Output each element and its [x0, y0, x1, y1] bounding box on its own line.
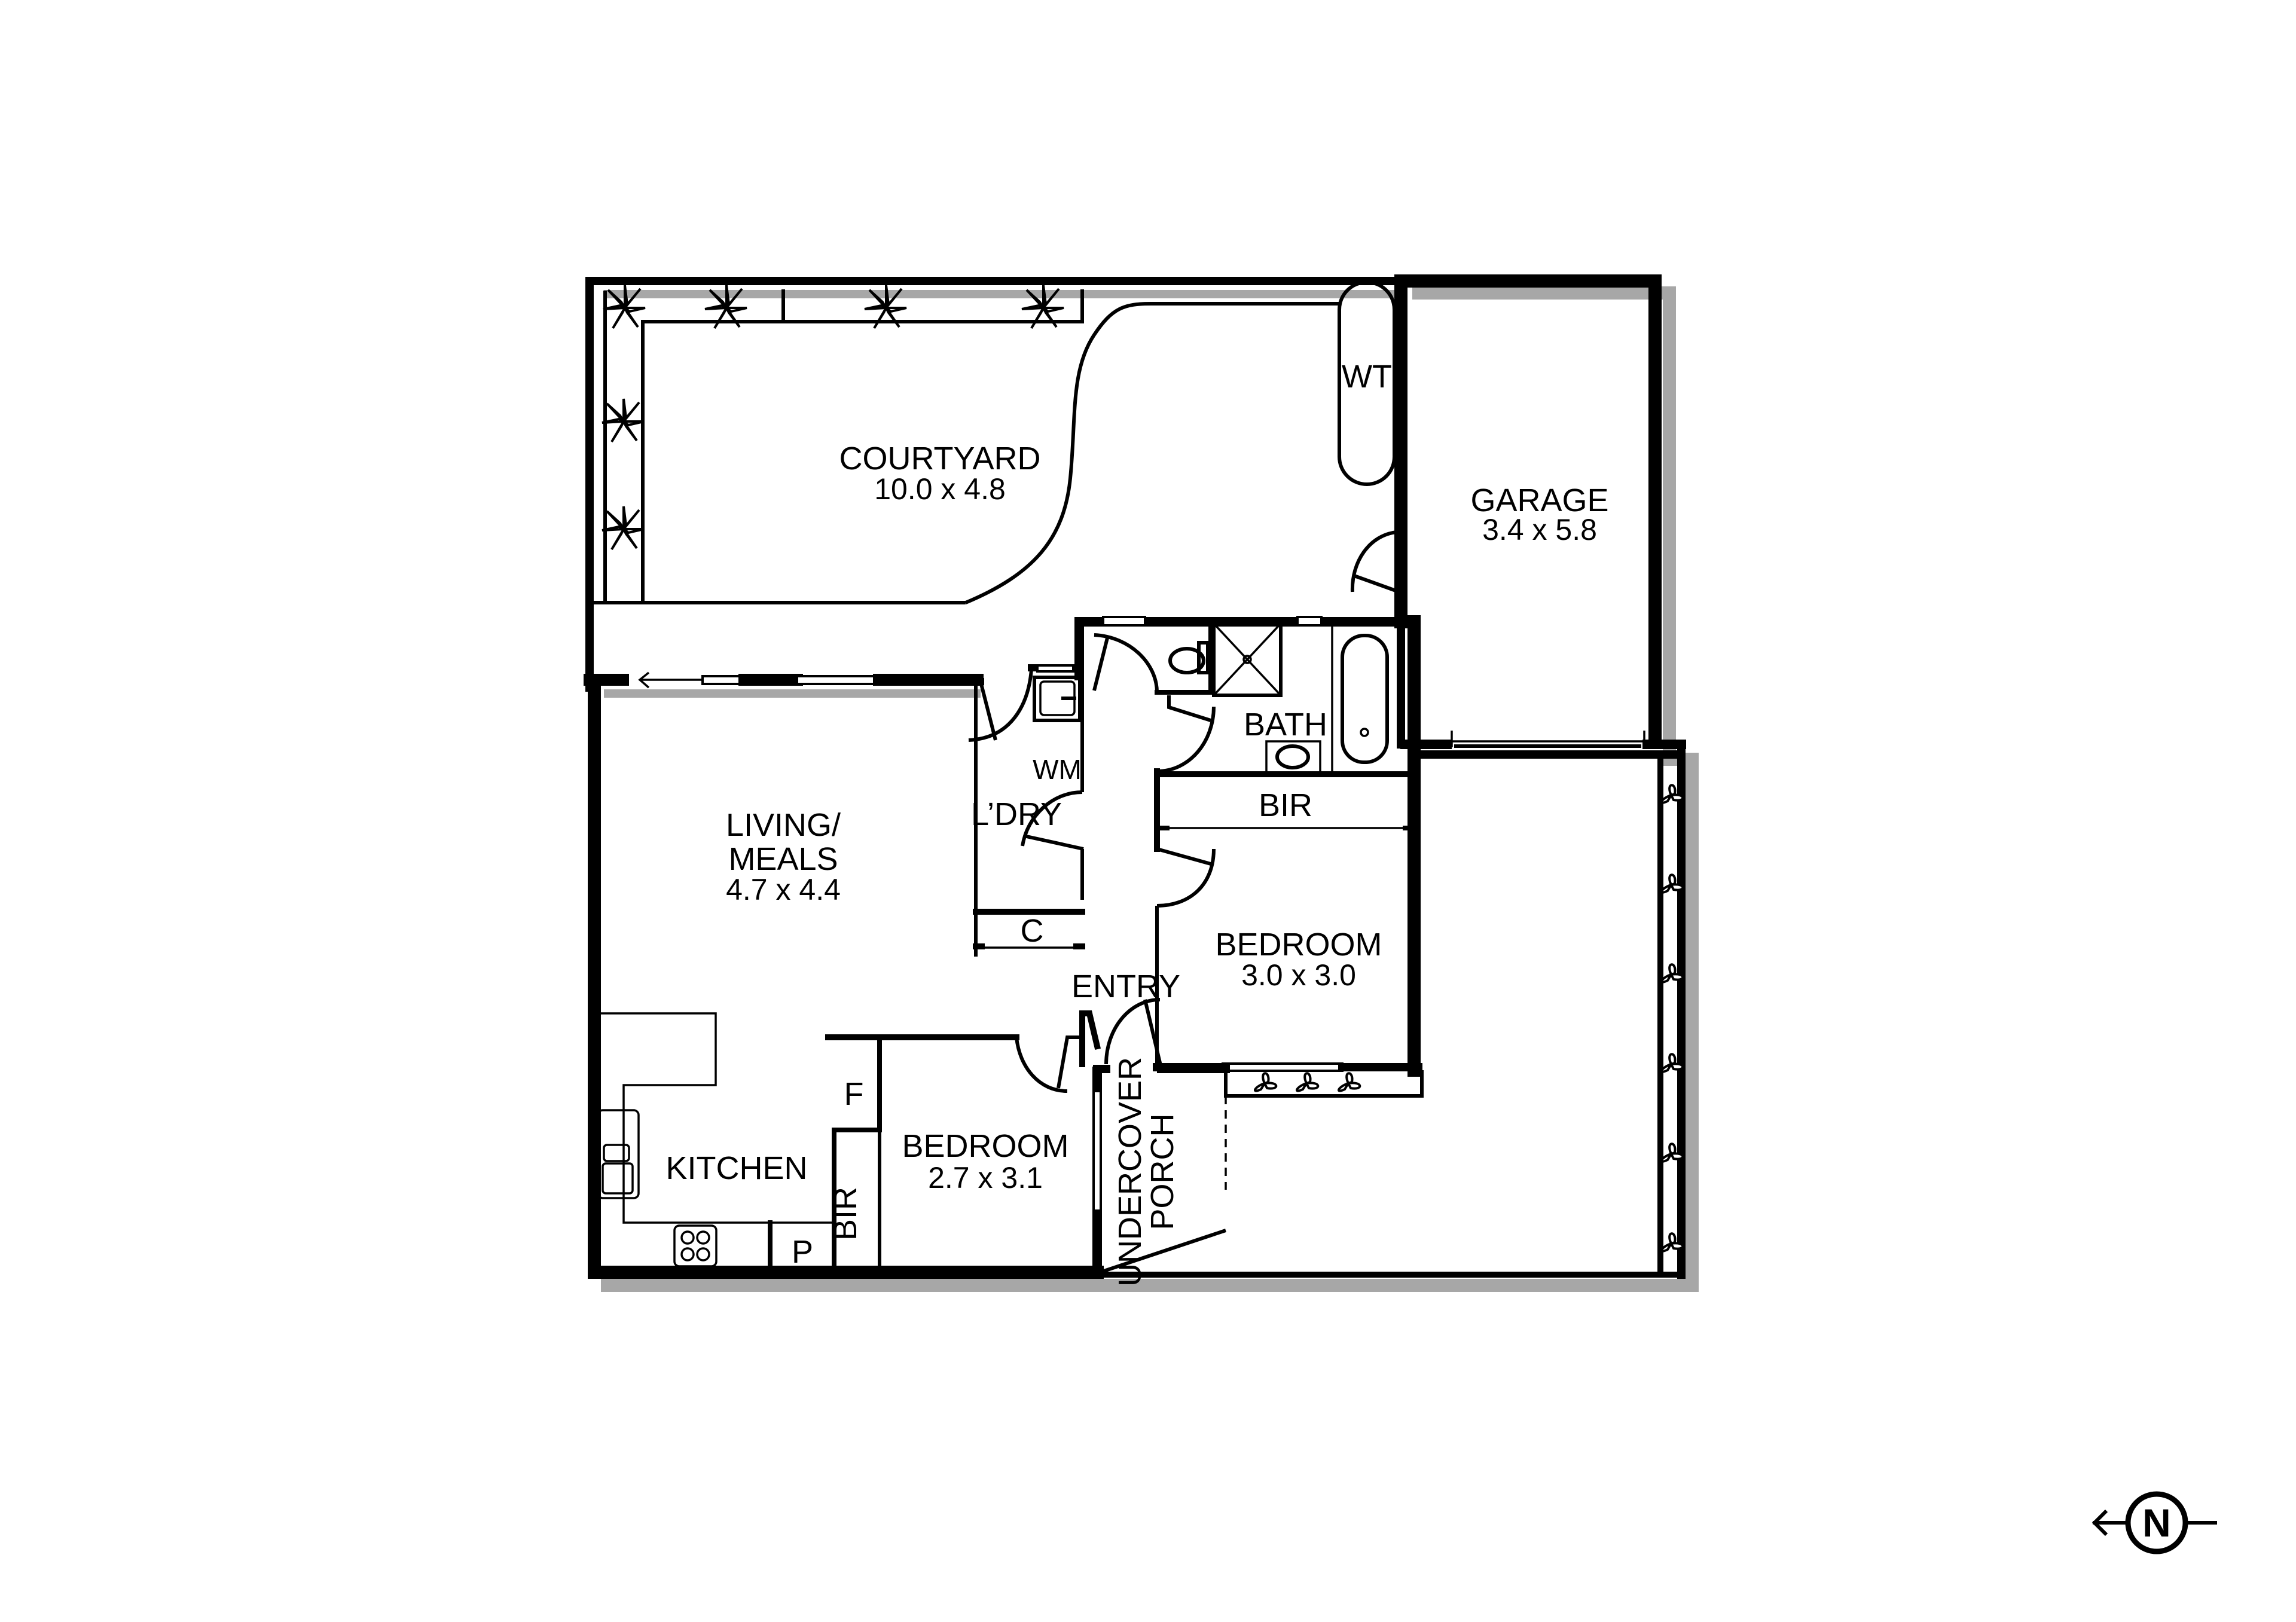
bath-label: BATH — [1244, 707, 1327, 743]
cupboard-label: C — [1021, 913, 1044, 949]
plant-icon — [1254, 1072, 1278, 1092]
compass-icon — [2125, 1491, 2188, 1554]
bedroom-2-kitchen — [596, 1012, 1082, 1275]
porch-label-2: PORCH — [1144, 1113, 1180, 1230]
living-label-2: MEALS — [728, 841, 838, 877]
basin-icon — [1275, 744, 1310, 769]
porch-label-1: UNDERCOVER — [1112, 1057, 1148, 1287]
palm-icon — [704, 285, 747, 329]
living-label-1: LIVING/ — [726, 807, 841, 843]
garage-label: GARAGE — [1470, 482, 1608, 518]
garage-door — [1451, 731, 1645, 748]
plant-icon — [1660, 1053, 1684, 1073]
water-tank-label: WT — [1342, 359, 1392, 395]
pantry-label: P — [792, 1234, 813, 1270]
bedroom-1 — [1153, 1062, 1424, 1190]
bedroom-1-size: 3.0 x 3.0 — [1241, 958, 1356, 992]
laundry-label: L’DRY — [971, 796, 1062, 832]
cooktop-icon — [673, 1224, 718, 1267]
north-label: N — [2142, 1501, 2171, 1545]
planter-plants — [1254, 1072, 1361, 1092]
kitchen-label: KITCHEN — [665, 1150, 807, 1186]
side-garden-plants — [1660, 784, 1684, 1253]
sink-icon — [597, 1109, 640, 1199]
outer-walls — [585, 274, 1686, 1279]
laundry — [968, 618, 1085, 957]
courtyard-size: 10.0 x 4.8 — [874, 472, 1006, 506]
plant-icon — [1296, 1072, 1320, 1092]
palm-icon — [1021, 285, 1064, 329]
garage-size: 3.4 x 5.8 — [1482, 513, 1597, 546]
shower-icon — [1212, 622, 1283, 697]
courtyard — [590, 280, 1400, 604]
plant-icon — [1660, 963, 1684, 983]
palm-icon — [602, 398, 645, 443]
laundry-tub-icon — [1033, 676, 1082, 722]
palm-icon — [602, 506, 645, 551]
courtyard-label: COURTYARD — [839, 441, 1040, 476]
toilet-icon — [1168, 647, 1205, 674]
bedroom-1-label: BEDROOM — [1215, 927, 1382, 963]
plant-icon — [1660, 873, 1684, 894]
fridge-label: F — [844, 1076, 864, 1112]
water-tank — [1338, 280, 1396, 486]
living-size: 4.7 x 4.4 — [726, 873, 841, 906]
north-arrow: N — [2092, 1491, 2217, 1554]
bir-2-label: BIR — [828, 1187, 863, 1241]
entry-label: ENTRY — [1071, 969, 1180, 1004]
bathtub-icon — [1341, 634, 1389, 764]
room-labels: COURTYARD 10.0 x 4.8 WT GARAGE 3.4 x 5.8… — [665, 359, 1608, 1287]
bedroom-2-label: BEDROOM — [902, 1128, 1068, 1164]
plant-icon — [1338, 1072, 1361, 1092]
courtyard-plants — [602, 285, 1064, 551]
palm-icon — [864, 285, 907, 329]
palm-icon — [603, 285, 646, 329]
bath-block — [1074, 615, 1421, 1077]
washing-machine-label: WM — [1033, 754, 1082, 785]
bir-main-label: BIR — [1259, 787, 1312, 823]
plant-icon — [1660, 1143, 1684, 1163]
plant-icon — [1660, 1232, 1684, 1253]
plant-icon — [1660, 784, 1684, 804]
living-top-wall — [584, 671, 984, 689]
bedroom-2-size: 2.7 x 3.1 — [928, 1161, 1043, 1195]
